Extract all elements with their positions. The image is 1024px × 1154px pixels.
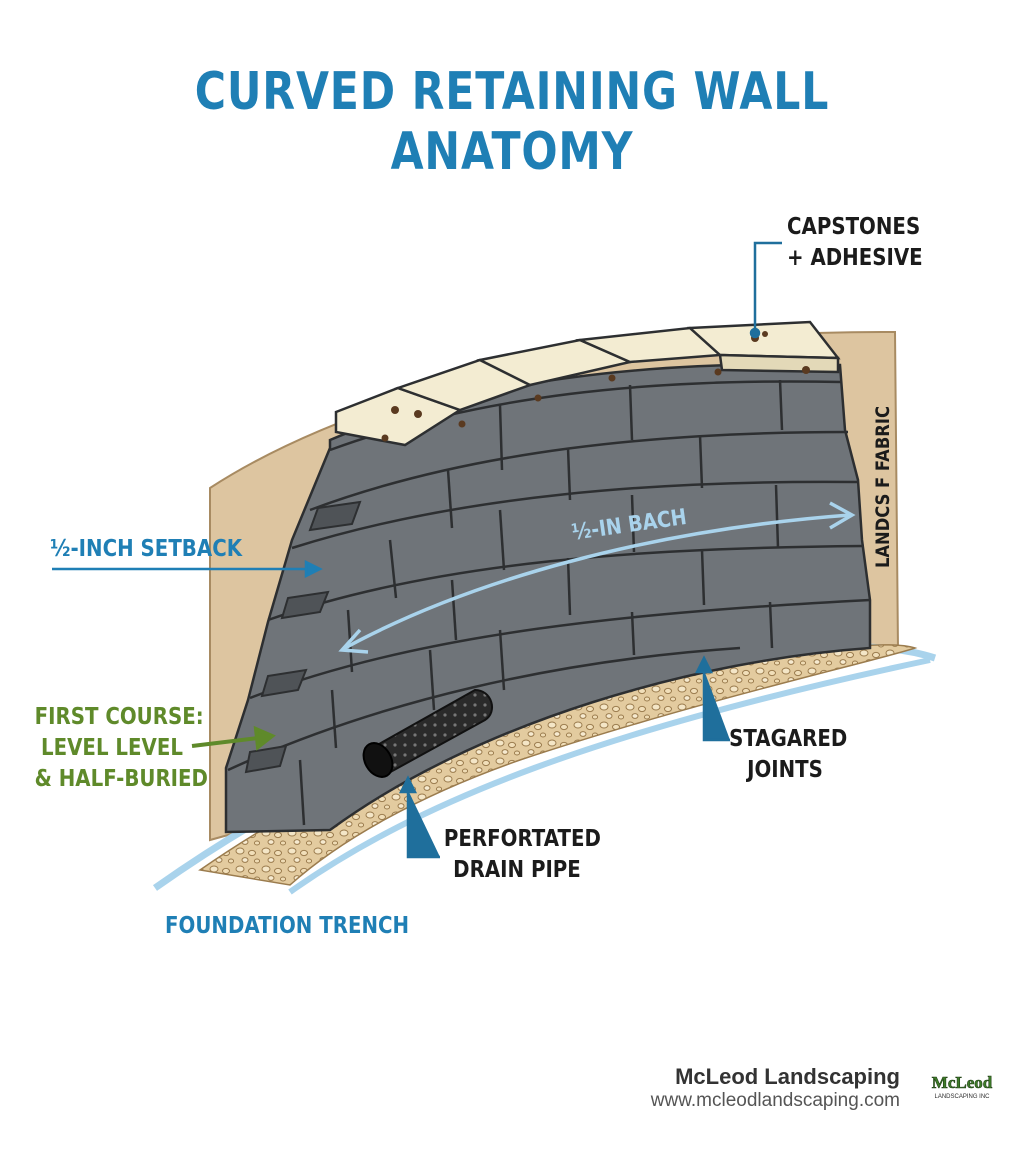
staggered-label-line2: JOINTS	[747, 757, 823, 783]
course-lines	[227, 380, 871, 772]
drain-pipe	[362, 688, 494, 778]
company-url[interactable]: www.mcleodlandscaping.com	[650, 1090, 900, 1111]
setback-arc-arrow	[338, 501, 856, 654]
drain-label-line1: PERFORTATED	[443, 826, 601, 852]
first-course-leader	[191, 725, 276, 751]
block-ends	[244, 500, 362, 774]
capstones-label-line1: CAPSTONES	[787, 214, 921, 240]
first-course-label-line3: & HALF-BURIED	[34, 766, 208, 792]
company-logo: McLeod LANDSCAPING INC	[931, 1073, 993, 1100]
staggered-joints-label: STAGARED JOINTS	[729, 724, 848, 786]
first-course-label: FIRST COURSE: LEVEL LEVEL & HALF-BURIED	[34, 702, 208, 795]
setback-leader	[52, 559, 323, 579]
foundation-trench-label: FOUNDATION TRENCH	[165, 913, 410, 939]
page-title: CURVED RETAINING WALL ANATOMY	[194, 62, 830, 182]
capstones-leader	[749, 241, 782, 339]
first-course-label-line1: FIRST COURSE:	[34, 704, 204, 730]
drain-label-line2: DRAIN PIPE	[453, 857, 581, 883]
staggered-label-line1: STAGARED	[729, 726, 848, 752]
logo-text: McLeod	[932, 1073, 993, 1092]
setback-label: ½-INCH SETBACK	[50, 536, 243, 562]
company-name: McLeod Landscaping	[675, 1064, 900, 1089]
drain-pipe-label: PERFORTATED DRAIN PIPE	[443, 824, 601, 886]
first-course-label-line2: LEVEL LEVEL	[41, 735, 183, 761]
capstones-label-line2: + ADHESIVE	[787, 245, 923, 271]
capstones	[334, 320, 841, 447]
staggered-leader	[694, 655, 730, 742]
drain-leader	[398, 775, 440, 859]
logo-subtext: LANDSCAPING INC	[934, 1094, 990, 1100]
trench-outline-lower	[288, 657, 931, 895]
fabric-label: LANDCS F FABRIC	[872, 406, 894, 568]
capstones-label: CAPSTONES + ADHESIVE	[787, 212, 923, 274]
